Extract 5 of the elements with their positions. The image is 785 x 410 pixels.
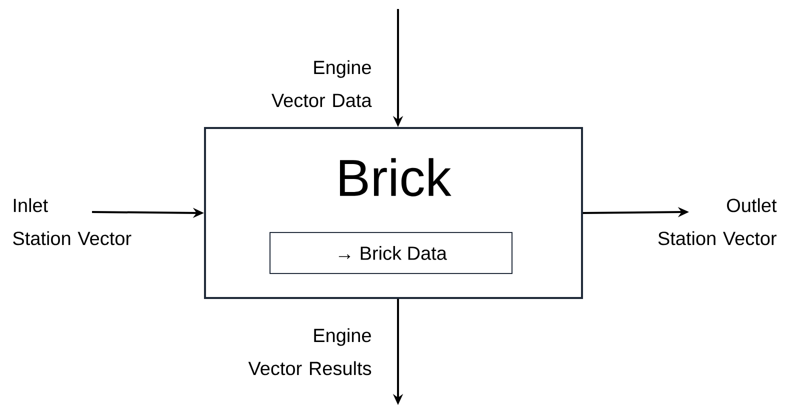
data-box: → Brick Data: [270, 232, 512, 274]
outlet-label: Outlet Station Vector: [658, 198, 777, 246]
inlet-label: Inlet Station Vector: [13, 198, 132, 246]
edge-label: Engine Vector Results: [248, 328, 372, 376]
edge-label: Engine Vector Data: [272, 60, 372, 108]
